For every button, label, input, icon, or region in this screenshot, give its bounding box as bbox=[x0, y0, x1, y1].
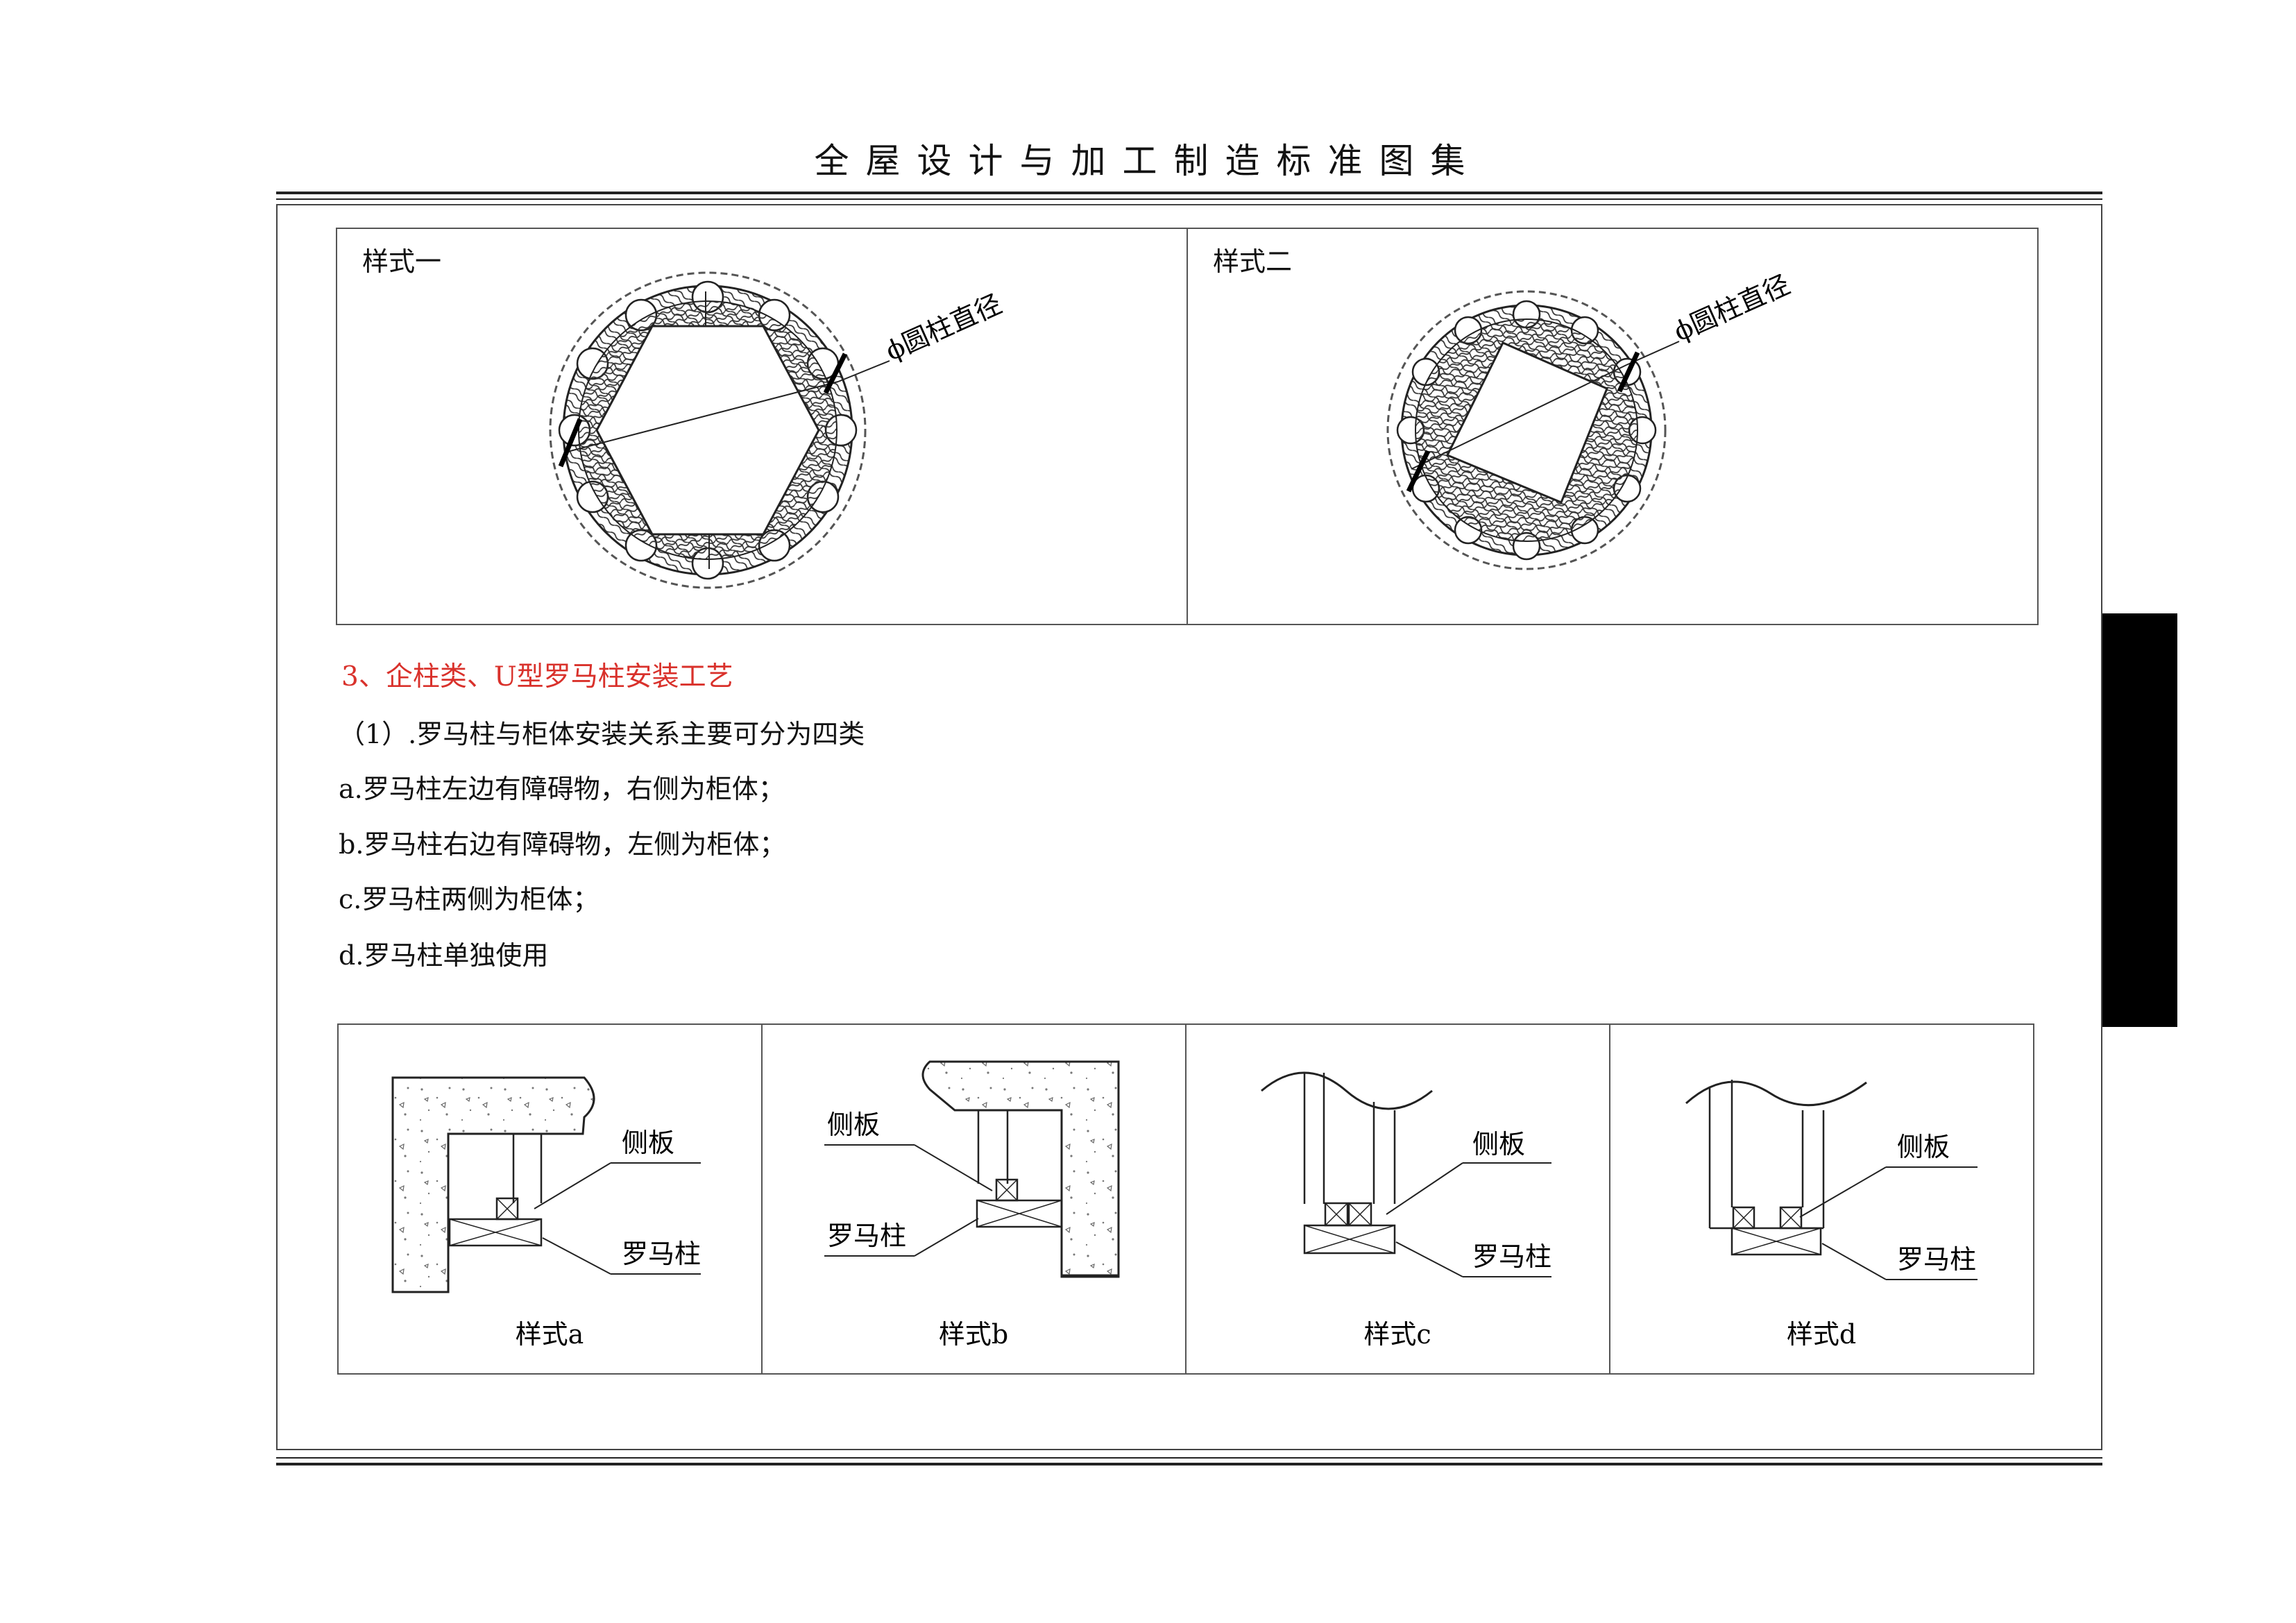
content-frame bbox=[276, 204, 2102, 1450]
section-line-d: d.罗马柱单独使用 bbox=[339, 940, 549, 971]
section-line-c: c.罗马柱两侧为柜体； bbox=[339, 884, 599, 915]
panel-style-2 bbox=[1187, 228, 2039, 625]
style-1-column-section bbox=[549, 271, 890, 589]
style-2-column-section bbox=[1386, 290, 1680, 570]
header-rule-thin bbox=[276, 198, 2102, 200]
style-b-column-label: 罗马柱 bbox=[827, 1221, 906, 1251]
footer-rule-thin bbox=[276, 1457, 2102, 1459]
style-b-side-label: 侧板 bbox=[827, 1110, 880, 1140]
style-d-side-label: 侧板 bbox=[1897, 1132, 1950, 1162]
style-a-caption: 样式a bbox=[516, 1319, 584, 1350]
style-c-caption: 样式c bbox=[1363, 1319, 1431, 1350]
style-d-column-label: 罗马柱 bbox=[1897, 1244, 1976, 1275]
style-a-side-label: 侧板 bbox=[622, 1128, 674, 1158]
style-a-drawing bbox=[391, 1076, 701, 1293]
style-b-drawing bbox=[824, 1060, 1120, 1278]
footer-rule-thick bbox=[276, 1463, 2102, 1465]
style-d-drawing bbox=[1685, 1080, 1978, 1280]
panel-style-2-label: 样式二 bbox=[1213, 246, 1293, 277]
section-title: 3、企柱类、U型罗马柱安装工艺 bbox=[341, 661, 733, 692]
side-tab bbox=[2102, 613, 2177, 1027]
header-rule-thick bbox=[276, 192, 2102, 194]
panel-style-1-label: 样式一 bbox=[362, 246, 442, 277]
section-line-b: b.罗马柱右边有障碍物，左侧为柜体； bbox=[339, 829, 786, 860]
style-d-caption: 样式d bbox=[1787, 1319, 1856, 1350]
style-a-column-label: 罗马柱 bbox=[622, 1239, 701, 1269]
panel-style-d bbox=[1609, 1023, 2034, 1375]
section-line-a: a.罗马柱左边有障碍物，右侧为柜体； bbox=[339, 774, 785, 804]
style-b-caption: 样式b bbox=[939, 1319, 1008, 1350]
style-c-column-label: 罗马柱 bbox=[1472, 1241, 1551, 1272]
style-c-drawing bbox=[1261, 1071, 1551, 1277]
section-line-1: （1）.罗马柱与柜体安装关系主要可分为四类 bbox=[339, 719, 865, 749]
style-c-side-label: 侧板 bbox=[1472, 1129, 1525, 1159]
page-title: 全屋设计与加工制造标准图集 bbox=[814, 141, 1482, 181]
